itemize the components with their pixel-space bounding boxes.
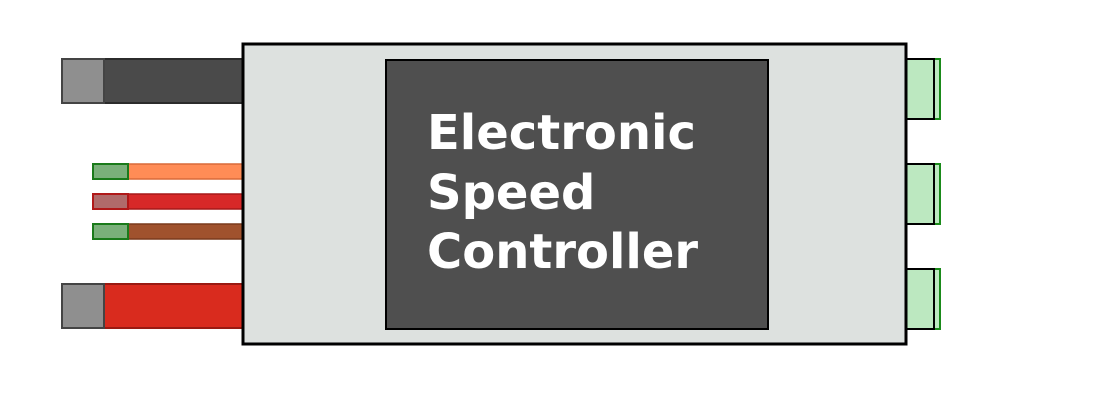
signal-pin bbox=[92, 163, 129, 180]
battery-negative-connector bbox=[61, 58, 105, 104]
esc-title: Electronic Speed Controller bbox=[427, 105, 713, 280]
power-wire bbox=[125, 193, 246, 210]
ground-pin bbox=[92, 223, 129, 240]
battery-negative-lead bbox=[61, 58, 246, 104]
motor-connector-c bbox=[905, 268, 941, 330]
ground-wire bbox=[125, 223, 246, 240]
battery-positive-wire bbox=[99, 283, 246, 329]
motor-connector-b bbox=[905, 163, 941, 225]
motor-connector-a bbox=[905, 58, 941, 120]
esc-label-panel bbox=[385, 59, 769, 330]
esc-title-line-3: Controller bbox=[427, 224, 698, 280]
esc-title-line-1: Electronic bbox=[427, 105, 696, 161]
battery-positive-connector bbox=[61, 283, 105, 329]
power-pin bbox=[92, 193, 129, 210]
battery-positive-lead bbox=[61, 283, 246, 329]
signal-wire bbox=[125, 163, 246, 180]
power-lead bbox=[92, 193, 246, 210]
battery-negative-wire bbox=[99, 58, 246, 104]
ground-lead bbox=[92, 223, 246, 240]
esc-title-line-2: Speed bbox=[427, 165, 595, 221]
signal-lead bbox=[92, 163, 246, 180]
